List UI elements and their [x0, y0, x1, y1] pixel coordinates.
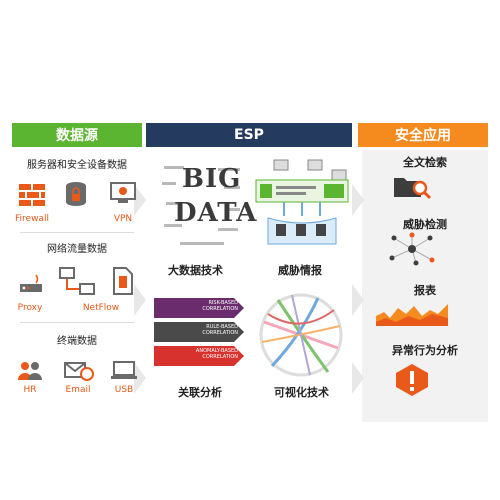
group-title-servers: 服务器和安全设备数据	[27, 160, 127, 171]
vpn-label: VPN	[113, 214, 133, 224]
group-title-network: 网络流量数据	[47, 244, 107, 255]
people-icon	[18, 362, 42, 380]
arrow-icon	[352, 362, 364, 394]
arrow-icon	[134, 284, 146, 316]
hr-label: HR	[23, 385, 37, 395]
netflow-label: NetFlow	[82, 303, 120, 313]
data-word: DATA	[174, 198, 258, 228]
header-esp: ESP	[146, 123, 352, 147]
router-icon	[20, 274, 42, 292]
header-data-sources: 数据源	[12, 123, 142, 147]
chord-visualization	[259, 293, 343, 377]
laptop-icon	[111, 361, 137, 379]
correlation-row-rule: RULE-BASED CORRELATION	[202, 324, 238, 336]
alert-icon	[396, 364, 428, 396]
app-anomaly-behavior: 异常行为分析	[392, 344, 458, 357]
network-graph-icon	[389, 232, 435, 266]
threat-intel-diagram	[255, 159, 349, 245]
big-data-cloud: BIG DATA	[160, 158, 256, 250]
network-flow-icon	[59, 267, 95, 295]
firewall-icon	[19, 184, 45, 206]
vpn-monitor-icon	[110, 182, 136, 203]
big-data-label: 大数据技术	[168, 264, 223, 277]
folder-search-icon	[394, 178, 432, 200]
proxy-label: Proxy	[17, 303, 43, 313]
document-icon	[113, 267, 133, 295]
divider	[20, 322, 134, 323]
area-chart-icon	[376, 304, 448, 326]
divider	[20, 232, 134, 233]
arrow-icon	[352, 284, 364, 316]
correlation-chevrons	[154, 298, 244, 366]
server-lock-icon	[66, 182, 86, 206]
visualization-label: 可视化技术	[274, 386, 329, 399]
app-report: 报表	[414, 284, 436, 297]
firewall-label: Firewall	[15, 214, 49, 224]
big-word: BIG	[182, 164, 242, 194]
app-threat-detection: 威胁检测	[403, 218, 447, 231]
arrow-icon	[352, 184, 364, 216]
app-fulltext-search: 全文检索	[403, 156, 447, 169]
correlation-label: 关联分析	[178, 386, 222, 399]
email-label: Email	[65, 385, 91, 395]
email-icon	[64, 362, 94, 381]
correlation-row-risk: RISK-BASED CORRELATION	[202, 300, 238, 312]
group-title-endpoint: 终端数据	[57, 336, 97, 347]
correlation-row-anomaly: ANOMALY-BASED CORRELATION	[195, 348, 238, 360]
arrow-icon	[134, 362, 146, 394]
usb-label: USB	[114, 385, 134, 395]
threat-intel-label: 威胁情报	[278, 264, 322, 277]
header-security-apps: 安全应用	[358, 123, 488, 147]
arrow-icon	[134, 184, 146, 216]
